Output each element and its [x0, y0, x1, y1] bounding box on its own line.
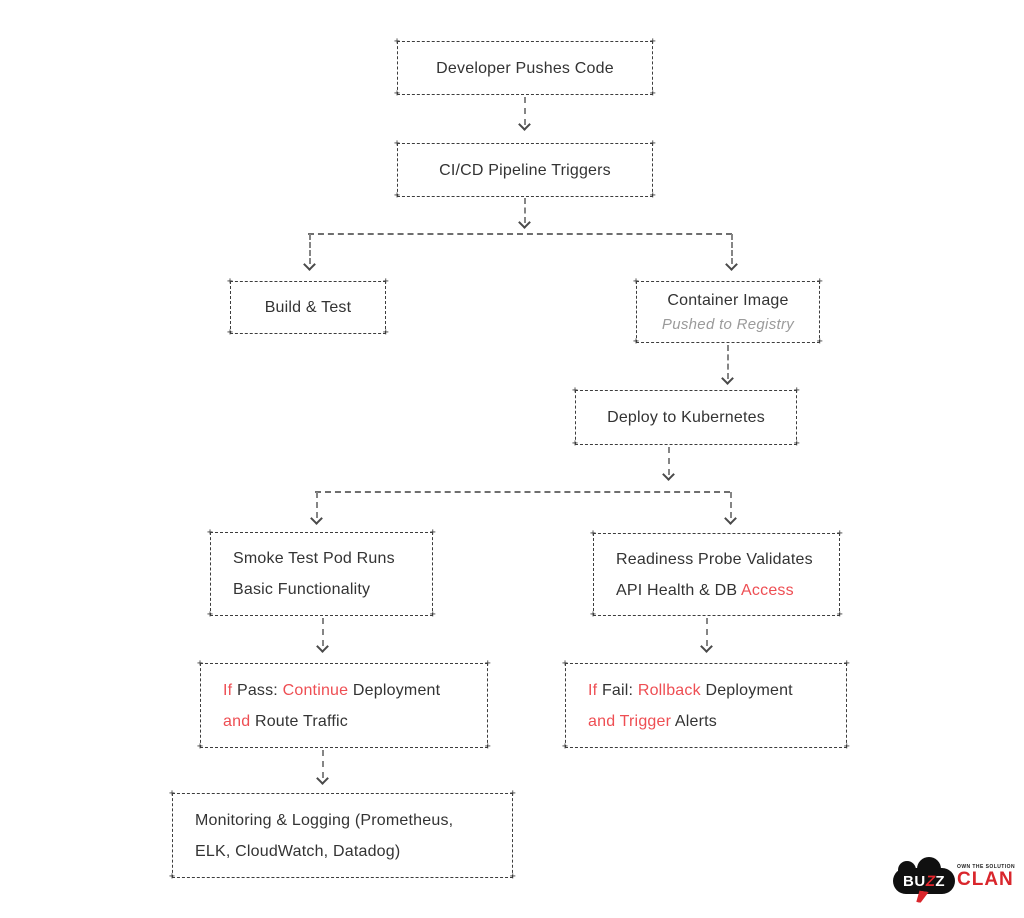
node-line1: Readiness Probe Validates [616, 550, 813, 568]
node-developer-pushes-code: Developer Pushes Code [394, 37, 656, 99]
connector-to-readiness-probe [730, 492, 732, 518]
connector-developer-to-cicd [524, 97, 526, 125]
text-segment: Route Traffic [250, 712, 348, 730]
text-segment-red: and [223, 712, 251, 730]
arrow-head [316, 772, 329, 785]
connector-deploy-split-stub [668, 447, 670, 475]
node-line1: Smoke Test Pod Runs [233, 550, 395, 567]
arrow-head [662, 468, 675, 481]
node-readiness-probe: Readiness Probe Validates API Health & D… [590, 529, 843, 620]
connector-container-to-deploy [727, 345, 729, 379]
text-segment-red: Rollback [637, 681, 701, 699]
connector-split2-horizontal [315, 491, 730, 493]
node-line2: and Trigger Alerts [588, 711, 717, 732]
node-build-and-test: Build & Test [227, 277, 389, 338]
text-segment-red: Access [741, 581, 794, 599]
node-cicd-pipeline-triggers: CI/CD Pipeline Triggers [394, 139, 656, 201]
connector-to-smoke-test [316, 492, 318, 518]
connector-to-build [309, 234, 311, 264]
node-line1: Monitoring & Logging (Prometheus, [195, 811, 454, 829]
node-subtitle: Pushed to Registry [661, 315, 795, 333]
node-line1: If Pass: Continue Deployment [223, 680, 440, 701]
node-smoke-test: Smoke Test Pod Runs Basic Functionality [207, 528, 436, 620]
text-segment: Pass: [232, 681, 283, 699]
arrow-head [518, 216, 531, 229]
corner-marks [562, 664, 850, 752]
arrow-head [310, 512, 323, 525]
node-container-image: Container Image Pushed to Registry [633, 277, 823, 347]
connector-ifpass-to-monitoring [322, 750, 324, 778]
arrow-head [700, 640, 713, 653]
connector-cicd-split-stub [524, 198, 526, 223]
node-line2: Basic Functionality [233, 581, 371, 598]
arrow-head [316, 640, 329, 653]
node-label: CI/CD Pipeline Triggers [439, 161, 611, 179]
connector-readiness-to-iffail [706, 618, 708, 646]
node-label: Developer Pushes Code [436, 59, 614, 77]
arrow-head [725, 258, 738, 271]
logo-clan-text: CLAN [957, 869, 1014, 890]
logo-tagline: OWN THE SOLUTION [957, 864, 1016, 870]
text-segment-red: and Trigger [588, 712, 672, 730]
text-segment: API Health & DB [616, 581, 742, 599]
node-line2: API Health & DB Access [616, 580, 794, 601]
corner-marks [169, 794, 516, 882]
node-if-fail: If Fail: Rollback Deployment and Trigger… [562, 659, 850, 752]
arrow-head [724, 512, 737, 525]
corner-marks [590, 534, 843, 620]
text-segment: Alerts [671, 712, 718, 730]
node-line1: If Fail: Rollback Deployment [588, 680, 793, 701]
text-segment: Deployment [700, 681, 793, 699]
arrow-head [518, 118, 531, 131]
arrow-head [721, 372, 734, 385]
text-segment-red: If [223, 681, 233, 699]
node-line2: and Route Traffic [223, 711, 348, 732]
node-label: Deploy to Kubernetes [607, 409, 765, 426]
node-title: Container Image [667, 291, 789, 309]
text-segment-red: If [588, 681, 598, 699]
connector-smoke-to-ifpass [322, 618, 324, 646]
text-segment: Fail: [597, 681, 638, 699]
node-line2: ELK, CloudWatch, Datadog) [195, 842, 401, 860]
connector-to-container [731, 234, 733, 264]
node-deploy-to-kubernetes: Deploy to Kubernetes [572, 386, 800, 449]
node-if-pass: If Pass: Continue Deployment and Route T… [197, 659, 491, 752]
logo-right-block: OWN THE SOLUTION CLAN [957, 864, 1015, 890]
node-monitoring-logging: Monitoring & Logging (Prometheus, ELK, C… [169, 789, 516, 882]
text-segment-red: Continue [282, 681, 349, 699]
arrow-head [303, 258, 316, 271]
logo-z: Z [935, 872, 945, 890]
connector-split1-horizontal [308, 233, 732, 235]
logo-bu: BU [902, 872, 926, 890]
node-label: Build & Test [264, 299, 352, 316]
corner-marks [207, 533, 436, 620]
corner-marks [197, 664, 491, 752]
text-segment: Deployment [348, 681, 441, 699]
